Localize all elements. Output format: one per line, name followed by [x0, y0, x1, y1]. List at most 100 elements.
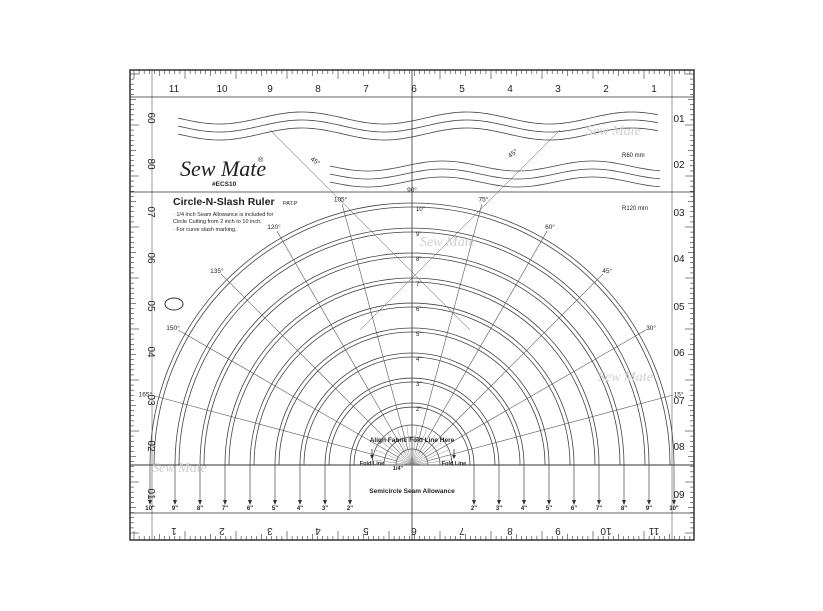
hanging-hole	[164, 297, 184, 311]
angle-ray	[421, 273, 604, 456]
left-cm-number: 02	[145, 440, 156, 452]
center-inch-label: 7"	[416, 282, 421, 288]
center-fan-ray	[411, 433, 437, 466]
center-fan-ray	[401, 426, 413, 466]
right-cm-number: 09	[673, 490, 685, 501]
bottom-inch-number: 4	[315, 525, 321, 536]
wave-cutting-slots	[177, 111, 661, 331]
patent-mark: PAT.P	[283, 201, 298, 207]
angle-ray	[178, 329, 401, 459]
wave-slot-lower	[329, 176, 661, 188]
ruler-tick-marks	[130, 70, 694, 540]
watermark-3: Sew Mate	[598, 370, 653, 385]
note-line-1: · 1/4 inch Seam Allowance is included fo…	[173, 212, 273, 218]
left-cm-number: 04	[145, 346, 156, 358]
top-inch-number: 1	[651, 84, 657, 95]
seam-inch-label-left: 10"	[145, 506, 155, 512]
angle-label: 75°	[479, 195, 489, 203]
top-inch-number: 11	[169, 84, 180, 95]
arc-leg-arrow	[248, 500, 252, 505]
quarter-inch-label: 1/4"	[393, 466, 404, 472]
center-fan-ray	[411, 436, 441, 466]
arc-leg-arrow	[198, 500, 202, 505]
angle-ray	[276, 231, 406, 454]
center-inch-label: 10"	[416, 207, 425, 213]
center-fan-ray	[411, 440, 444, 466]
align-fold-text: Align Fabric Fold Line Here	[370, 437, 455, 444]
right-cm-number: 08	[673, 442, 685, 453]
center-fan-ray	[387, 433, 413, 466]
right-cm-number: 05	[673, 302, 685, 313]
angle-label: 45°	[602, 267, 612, 275]
center-fan-ray	[406, 425, 413, 466]
arc-leg-arrow	[622, 500, 626, 505]
seam-inch-label-right: 7"	[596, 506, 602, 512]
angle-ray	[220, 273, 403, 456]
arc-leg-arrow	[323, 500, 327, 505]
left-cm-number: 05	[145, 300, 156, 312]
angle-ray	[423, 329, 646, 459]
bottom-inch-number: 1	[171, 525, 177, 536]
arc-leg-arrow	[597, 500, 601, 505]
left-cm-number: 06	[145, 252, 156, 264]
top-inch-number: 7	[363, 84, 369, 95]
center-fan-ray	[374, 449, 413, 466]
radius-60-label: R60 mm	[622, 153, 645, 159]
seam-inch-label-right: 9"	[646, 506, 652, 512]
center-inch-label: 3"	[416, 382, 421, 388]
angle-label: 30°	[646, 324, 656, 332]
center-fan-ray	[380, 440, 413, 466]
top-inch-number: 10	[216, 84, 228, 95]
bottom-inch-number: 8	[507, 525, 513, 536]
bottom-inch-number: 10	[600, 525, 612, 536]
seam-inch-label-left: 6"	[247, 506, 253, 512]
center-fan-ray	[411, 426, 423, 466]
center-fan-ray	[377, 444, 413, 466]
radius-120-label: R120 mm	[622, 206, 648, 212]
center-inch-label: 5"	[416, 332, 421, 338]
brand-trademark: ®	[258, 156, 264, 164]
bottom-inch-number: 5	[363, 525, 369, 536]
arc-leg-arrow	[672, 500, 676, 505]
note-line-3: · For curve slash marking.	[173, 227, 237, 233]
seam-inch-label-left: 3"	[322, 506, 328, 512]
center-fan-ray	[411, 425, 418, 466]
arc-leg-arrow	[547, 500, 551, 505]
arc-leg-arrow	[273, 500, 277, 505]
center-fan-ray	[411, 430, 433, 466]
bottom-inch-number: 2	[219, 525, 225, 536]
right-cm-number: 03	[673, 208, 685, 219]
wave-slot-upper	[177, 119, 659, 133]
top-inch-number: 3	[555, 84, 561, 95]
center-fan-ray	[411, 454, 451, 466]
center-fan-ray	[383, 436, 413, 466]
bottom-inch-number: 6	[411, 525, 417, 536]
bottom-inch-number: 7	[459, 525, 465, 536]
wave-slot-upper	[177, 127, 659, 141]
angle-ray	[415, 204, 483, 452]
right-cm-number: 07	[673, 396, 685, 407]
center-fan-ray	[411, 427, 428, 466]
angle-label: 105°	[334, 195, 348, 203]
seam-inch-label-right: 3"	[496, 506, 502, 512]
left-cm-number: 60	[145, 112, 156, 124]
left-cm-number: 07	[145, 206, 156, 218]
top-inch-number: 5	[459, 84, 465, 95]
seam-inch-label-left: 2"	[347, 506, 353, 512]
arc-leg-arrow	[148, 500, 152, 505]
seam-inch-label-right: 2"	[471, 506, 477, 512]
angle-label: 135°	[210, 267, 224, 275]
right-cm-number: 02	[673, 160, 685, 171]
ruler-labels: 15°30°45°60°75°90°105°120°135°150°165°2"…	[139, 84, 685, 536]
bottom-inch-number: 3	[267, 525, 273, 536]
fold-line-left: Fold Line	[360, 461, 384, 467]
bottom-inch-number: 9	[555, 525, 561, 536]
angle-label: 120°	[267, 223, 281, 231]
center-inch-label: 4"	[416, 357, 421, 363]
product-title: Circle-N-Slash Ruler	[173, 196, 275, 208]
seam-inch-label-right: 6"	[571, 506, 577, 512]
seam-inch-label-left: 7"	[222, 506, 228, 512]
top-inch-number: 9	[267, 84, 273, 95]
left-cm-number: 01	[145, 488, 156, 500]
center-fan-ray	[411, 449, 450, 466]
